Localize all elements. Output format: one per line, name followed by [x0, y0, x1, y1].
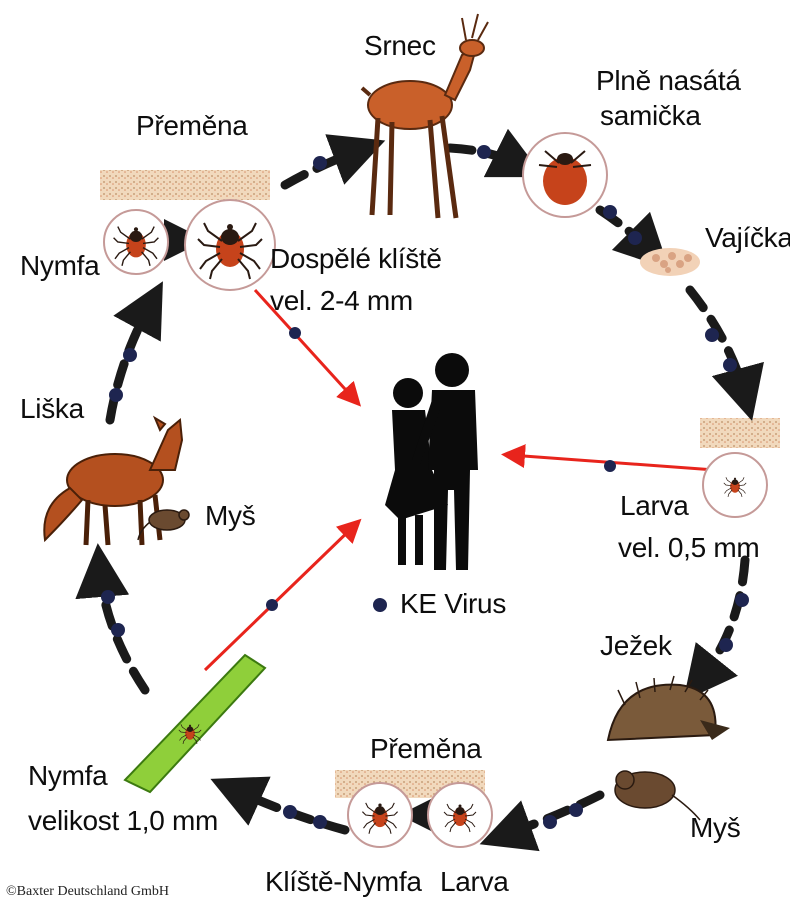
label-mouse-left: Myš [205, 500, 255, 532]
tick-icon-adult [185, 200, 275, 290]
label-adult-tick-line1: Dospělé klíště [270, 243, 442, 275]
tick-icon-nymph-top [104, 210, 168, 274]
soil-patch-top-left [100, 170, 270, 200]
grass-blade-icon [125, 655, 265, 792]
label-metamorphosis-top: Přeměna [136, 110, 248, 142]
label-larva-right-line2: vel. 0,5 mm [618, 532, 759, 564]
mouse-icon-right [615, 771, 700, 820]
cycle-arrow-mouse-to-bottom [505, 795, 600, 835]
label-metamorphosis-bottom: Přeměna [370, 733, 482, 765]
hedgehog-icon [608, 676, 730, 740]
label-nymph-bottom-line1: Nymfa [28, 760, 107, 792]
tick-icon-nymph-bottom [348, 783, 412, 847]
label-larva-bottom: Larva [440, 866, 509, 898]
people-icon [385, 353, 478, 570]
label-adult-tick-line2: vel. 2-4 mm [270, 285, 413, 317]
copyright-text: ©Baxter Deutschland GmbH [6, 884, 169, 900]
cycle-arrow-eggs-to-larva [690, 290, 745, 395]
mouse-icon-left [138, 510, 189, 540]
eggs-icon [640, 248, 700, 276]
label-hedgehog: Ježek [600, 630, 672, 662]
tick-icon-larva-bottom [428, 783, 492, 847]
label-larva-right-line1: Larva [620, 490, 689, 522]
label-eggs: Vajíčka [705, 222, 790, 254]
engorged-tick-icon [523, 133, 607, 217]
label-deer: Srnec [364, 30, 436, 62]
label-nymph-top: Nymfa [20, 250, 99, 282]
cycle-arrow-larva-to-hedgehog [700, 560, 745, 680]
label-engorged-female-line2: samička [600, 100, 701, 132]
label-fox: Liška [20, 393, 84, 425]
tick-icon-larva-right [703, 453, 767, 517]
label-engorged-female-line1: Plně nasátá [596, 65, 741, 97]
soil-patch-right [700, 418, 780, 448]
cycle-arrow-fox-to-nymph [110, 305, 150, 420]
label-virus: KE Virus [400, 588, 506, 620]
label-nymph-bottom-line2: velikost 1,0 mm [28, 805, 218, 837]
infection-arrow-nymph [205, 525, 355, 670]
label-tick-nymph: Klíště-Nymfa [265, 866, 422, 898]
label-mouse-right: Myš [690, 812, 740, 844]
